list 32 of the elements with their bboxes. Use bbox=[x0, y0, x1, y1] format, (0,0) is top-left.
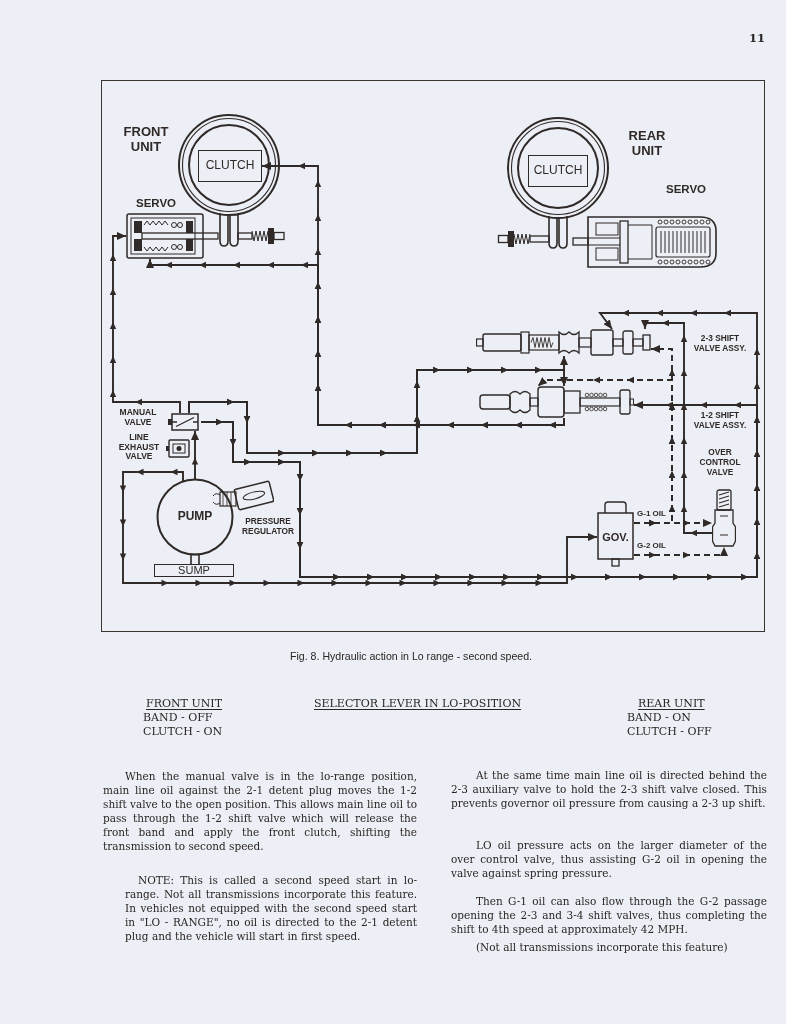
status-line: BAND - ON bbox=[627, 711, 691, 725]
valve-label: 2-3 SHIFT VALVE ASSY. bbox=[692, 333, 748, 353]
status-heading: FRONT UNIT bbox=[146, 697, 222, 711]
servo-label: SERVO bbox=[664, 183, 708, 196]
body-paragraph: LO oil pressure acts on the larger diameter of the over control valve, thus assisting G-2 oil in opening the valve against spring pressure. bbox=[451, 838, 767, 880]
oil-line-label: G-2 OIL bbox=[637, 540, 666, 551]
valve-label: PRESSURE REGULATOR bbox=[241, 516, 295, 536]
clutch-box: CLUTCH bbox=[198, 150, 262, 182]
body-paragraph: (Not all transmissions incorporate this feature) bbox=[476, 941, 728, 955]
oil-line-label: G-1 OIL bbox=[637, 508, 666, 519]
clutch-box: CLUTCH bbox=[528, 155, 588, 187]
unit-heading: REAR UNIT bbox=[627, 128, 667, 158]
valve-label: MANUAL VALVE bbox=[118, 407, 158, 427]
pump-label: PUMP bbox=[176, 509, 214, 523]
status-heading: REAR UNIT bbox=[638, 697, 705, 711]
valve-label: LINE EXHAUST VALVE bbox=[117, 433, 161, 462]
body-paragraph: Then G-1 oil can also flow through the G-2 passage opening the 2-3 and 3-4 shift valves, thus completing the shift to 4th speed at approximately 42 MPH. bbox=[451, 894, 767, 936]
valve-label: OVER CONTROL VALVE bbox=[698, 447, 742, 477]
servo-label: SERVO bbox=[134, 197, 178, 210]
section-heading: SELECTOR LEVER IN LO-POSITION bbox=[314, 697, 522, 711]
figure-caption: Fig. 8. Hydraulic action in Lo range - second speed. bbox=[290, 650, 533, 662]
status-line: CLUTCH - OFF bbox=[627, 725, 712, 739]
body-paragraph: When the manual valve is in the lo-range position, main line oil against the 2-1 detent plug moves the 1-2 shift valve to the open position. This allows main line oil to pass through the 1-2 shift valve which will release the front band and apply the front clutch, shifting the transmission to second speed. bbox=[103, 769, 417, 853]
body-paragraph: At the same time main line oil is directed behind the 2-3 auxiliary valve to hold the 2-3 shift valve closed. This prevents governor oil pressure from causing a 2-3 up shift. bbox=[451, 768, 767, 810]
page-number: 11 bbox=[749, 31, 765, 46]
governor-label: GOV. bbox=[601, 531, 630, 544]
unit-heading: FRONT UNIT bbox=[122, 124, 170, 154]
status-line: BAND - OFF bbox=[143, 711, 213, 725]
sump-box: SUMP bbox=[154, 564, 234, 577]
status-line: CLUTCH - ON bbox=[143, 725, 223, 739]
note-paragraph: NOTE: This is called a second speed start in lo-range. Not all transmissions incorporate this feature. In vehicles not equipped with the second speed start in "LO - RANGE", no oil is directed to the 2-1 detent plug and the vehicle will start in first speed. bbox=[125, 873, 417, 943]
valve-label: 1-2 SHIFT VALVE ASSY. bbox=[692, 410, 748, 430]
